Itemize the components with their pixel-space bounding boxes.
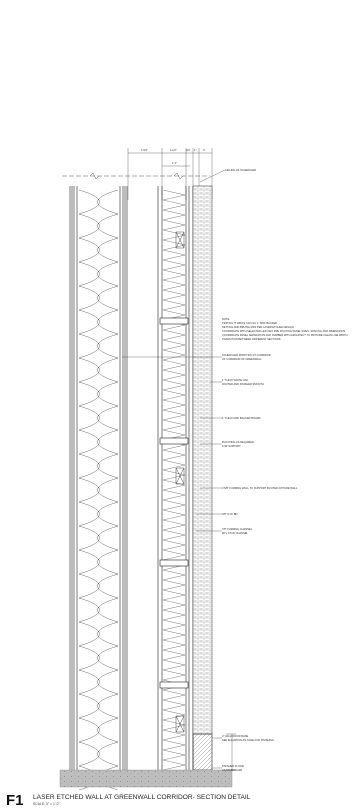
- annotation-notes: CEILING AS SCHEDULED NOTE: TESTING IT WR…: [222, 168, 348, 772]
- callout: 1" THICK MDF BACKER BOARD: [222, 416, 261, 420]
- dimension-label: 4 3/4": [141, 148, 148, 152]
- callout: AS SCHEDULED: [222, 768, 242, 772]
- callout: SEE ELEVATION AS CASE FOR FINISHING: [222, 738, 274, 742]
- callout: FOR SUPPORT: [222, 444, 241, 448]
- dimension-label: 1": [194, 148, 196, 152]
- dimension-label: 1 1/2": [170, 148, 177, 152]
- callout: 1" THICK WHITE OAK: [222, 378, 248, 382]
- callout: MTL STUD CHANNEL: [222, 531, 249, 535]
- brick-face: [192, 185, 213, 735]
- drawing-title-block: F1 LASER ETCHED WALL AT GREENWALL CORRID…: [6, 793, 358, 811]
- callout: 3 5/8" FURRING WALL TO SUPPORT ROUTED FI…: [222, 486, 298, 490]
- note-line: TESTING IT WRITE CAN GO 1" MDF BACKER: [222, 321, 277, 325]
- note-line: SETTING AND BRUTAL MDF PER LASER ETCHED …: [222, 325, 294, 329]
- detail-scale: SCALE: 3" = 1'-0": [33, 802, 60, 806]
- dimension-label: 3/4": [186, 148, 191, 152]
- callout: 3/8" GYP. BD.: [222, 512, 238, 516]
- dimension-label: 1' 2": [172, 161, 177, 165]
- callout: 4" HIGH WOOD BASE: [222, 734, 249, 738]
- leader-lines: [122, 169, 226, 769]
- detail-code: F1: [6, 792, 24, 809]
- note-line: COORDINATE PANEL SEPARATION AND NUMBER W…: [222, 333, 348, 337]
- panel-cross-marks: [175, 231, 185, 733]
- callout: FINISHED FLOOR: [222, 764, 244, 768]
- callout: BLOCKING AS REQUIRED: [222, 440, 254, 444]
- callout: 7/8" FURRING CHANNEL: [222, 527, 253, 531]
- wood-base: [192, 733, 213, 771]
- insulation-batt: [78, 189, 119, 790]
- dimension-labels: 4 3/4" 1 1/2" 3/4" 1" 3" 1' 2": [141, 148, 205, 165]
- floor-slab: [59, 769, 233, 788]
- note-line: TRANSITION BETWEEN DIFFERENT SECTIONS: [222, 337, 281, 341]
- section-detail-drawing: 4 3/4" 1 1/2" 3/4" 1" 3" 1' 2": [59, 148, 348, 790]
- note-top: CEILING AS SCHEDULED: [225, 168, 256, 172]
- mdf-backer-panel: [162, 189, 186, 771]
- detail-title: LASER ETCHED WALL AT GREENWALL CORRIDOR-…: [33, 794, 251, 801]
- ceiling-line: [62, 172, 210, 180]
- callout: ROUTED AND FINISHED SMOOTH: [222, 382, 264, 386]
- callout: SCHEDULED PARTITION AT CORRIDOR: [222, 353, 271, 357]
- dimension-label: 3": [203, 148, 205, 152]
- dimension-string: [127, 148, 213, 200]
- callout: OF CORRIDOR OF GREENWALL: [222, 357, 262, 361]
- note-header: NOTE:: [222, 317, 230, 321]
- blocking-elements: [159, 317, 189, 689]
- note-line: COORDINATE WITH SELECTED LED GEO PRE ROU…: [222, 329, 345, 333]
